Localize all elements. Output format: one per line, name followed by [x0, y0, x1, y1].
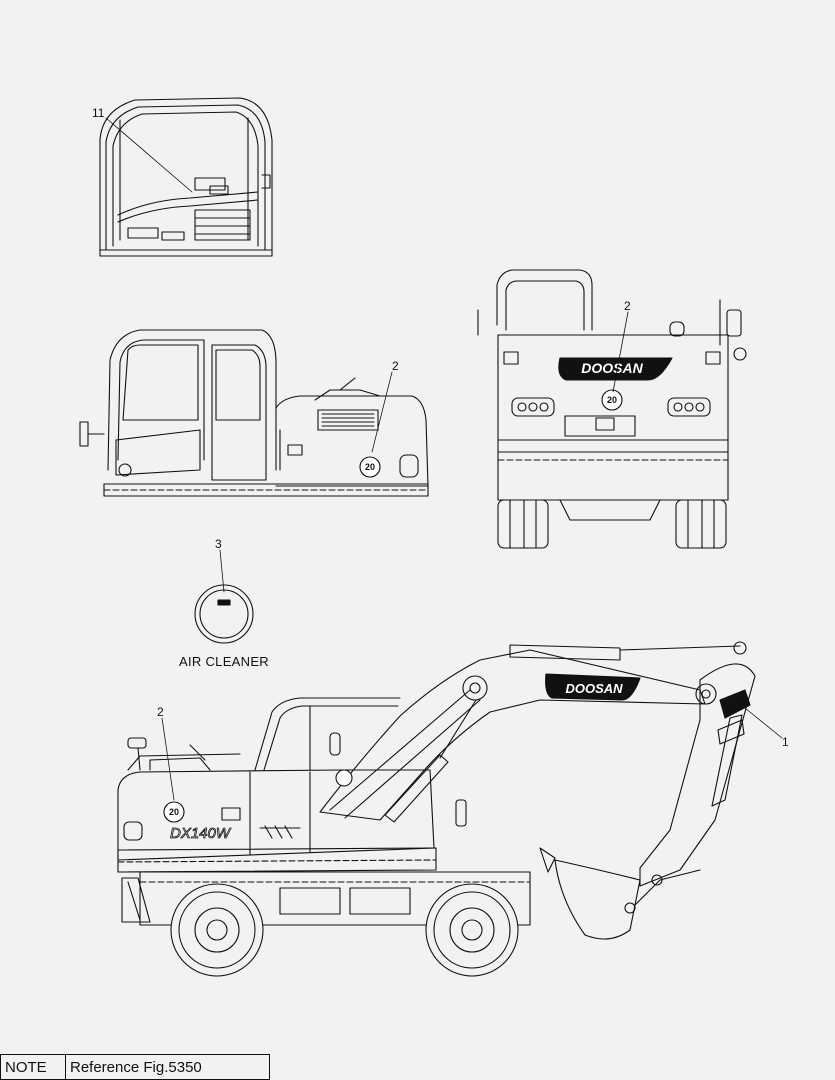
note-reference: Reference Fig.5350 [70, 1058, 202, 1076]
note-table: NOTE Reference Fig.5350 [0, 1054, 270, 1080]
excavator-main-view [117, 641, 756, 977]
callout-1: 1 [782, 735, 789, 749]
badge-main-view: 20 [169, 807, 179, 817]
doosan-logo-boom: DOOSAN [565, 681, 623, 696]
side-view-upper [79, 329, 429, 497]
air-cleaner-decal [194, 584, 254, 644]
callout-11: 11 [92, 106, 105, 120]
badge-side-view: 20 [365, 462, 375, 472]
doosan-logo-plate-rear [558, 357, 673, 381]
callout-2-main: 2 [157, 705, 164, 719]
callout-2-side: 2 [392, 359, 399, 373]
rear-view [477, 269, 747, 549]
callout-2-rear: 2 [624, 299, 631, 313]
leader-lines [105, 117, 783, 801]
air-cleaner-caption: AIR CLEANER [179, 654, 269, 669]
model-decal: DX140W [170, 825, 232, 842]
cab-frame-view [99, 97, 273, 257]
callout-3: 3 [215, 537, 222, 551]
badge-rear-view: 20 [607, 395, 617, 405]
doosan-logo-rear: DOOSAN [581, 360, 643, 376]
note-label: NOTE [1, 1055, 66, 1079]
doosan-logo-plate-boom [545, 673, 641, 701]
